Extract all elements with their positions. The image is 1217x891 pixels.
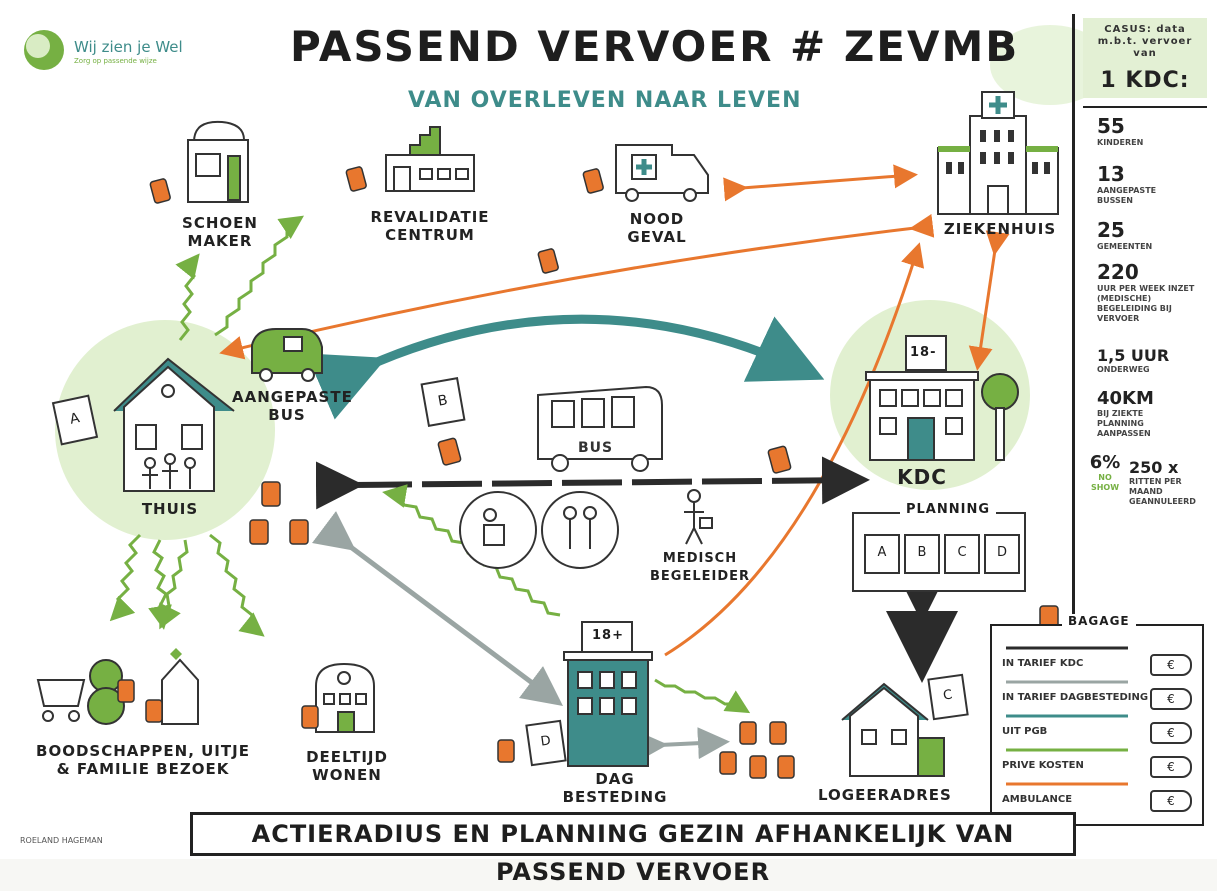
luggage-legend: BAGAGE IN TARIEF KDC € IN TARIEF DAGBEST… xyxy=(990,614,1204,826)
hospital-icon xyxy=(937,91,1059,215)
legend-euro-pgb: € xyxy=(1150,722,1192,744)
ambulance-icon xyxy=(615,144,709,202)
medical-escort-icon xyxy=(684,489,713,545)
stat-kinderen: 55 KINDEREN xyxy=(1097,114,1144,147)
node-aangepaste-bus: AANGEPASTE BUS xyxy=(232,388,353,424)
part-time-living-icon xyxy=(315,662,375,733)
node-logeeradres: LOGEERADRES xyxy=(818,786,952,804)
planning-title: PLANNING xyxy=(900,502,997,517)
bus-label: BUS xyxy=(578,440,614,456)
stat-gemeenten: 25 GEMEENTEN xyxy=(1097,218,1153,251)
node-medisch: MEDISCH BEGELEIDER xyxy=(649,551,751,584)
legend-label-pgb: UIT PGB xyxy=(1002,726,1048,737)
legend-line-pgb xyxy=(1006,714,1128,718)
legend-line-prive xyxy=(1006,748,1128,752)
legend-label-kdc: IN TARIEF KDC xyxy=(1002,658,1084,669)
stat-onderweg: 1,5 UUR ONDERWEG xyxy=(1097,346,1170,374)
shopping-family-icon xyxy=(36,648,199,725)
node-schoenmaker: SCHOEN MAKER xyxy=(182,214,258,250)
daycare-building-icon xyxy=(563,621,653,767)
case-header-text: CASUS: data m.b.t. vervoer van xyxy=(1097,24,1193,59)
node-noodgeval: NOOD GEVAL xyxy=(627,210,687,246)
logo-tagline: Zorg op passende wijze xyxy=(74,57,157,65)
legend-euro-dagbesteding: € xyxy=(1150,688,1192,710)
legend-label-ambulance: AMBULANCE xyxy=(1002,794,1073,805)
home-icon xyxy=(113,357,235,492)
stat-bussen: 13 AANGEPASTE BUSSEN xyxy=(1097,162,1157,205)
respite-house-icon xyxy=(841,682,945,777)
node-boodschappen: BOODSCHAPPEN, UITJE & FAMILIE BEZOEK xyxy=(36,742,250,778)
logo-icon xyxy=(24,30,64,70)
bottom-banner: ACTIERADIUS EN PLANNING GEZIN AFHANKELIJ… xyxy=(190,812,1076,886)
logo-text: Wij zien je Wel xyxy=(74,38,183,56)
node-revalidatie: REVALIDATIE CENTRUM xyxy=(370,208,490,244)
node-thuis: THUIS xyxy=(141,500,199,518)
legend-line-dagbesteding xyxy=(1006,680,1128,684)
dagbesteding-sign: 18+ xyxy=(592,628,624,643)
rehab-centre-icon xyxy=(385,126,475,192)
legend-euro-prive: € xyxy=(1150,756,1192,778)
stat-no-show: 6% NO SHOW xyxy=(1089,452,1121,492)
kdc-building-icon xyxy=(865,335,1019,461)
node-deeltijd: DEELTIJD WONEN xyxy=(306,748,388,784)
care-circles-icon xyxy=(459,491,619,569)
legend-line-ambulance xyxy=(1006,782,1128,786)
case-side-panel: CASUS: data m.b.t. vervoer van 1 KDC: 55… xyxy=(1072,14,1215,849)
footer-credit: ROELAND HAGEMAN xyxy=(20,836,103,845)
legend-line-kdc xyxy=(1006,646,1128,650)
page-subtitle: VAN OVERLEVEN NAAR LEVEN xyxy=(408,88,802,113)
case-header-big: 1 KDC: xyxy=(1100,68,1190,93)
planning-card-a: A xyxy=(864,534,900,574)
node-kdc: KDC xyxy=(897,465,947,489)
stat-km: 40KM BIJ ZIEKTE PLANNING AANPASSEN xyxy=(1097,388,1154,438)
page-title: PASSEND VERVOER # ZEVMB xyxy=(290,22,1020,71)
case-header: CASUS: data m.b.t. vervoer van 1 KDC: xyxy=(1083,18,1207,98)
shoemaker-shop-icon xyxy=(187,120,249,203)
planning-card-d: D xyxy=(984,534,1020,574)
stat-uur-per-week: 220 UUR PER WEEK INZET (MEDISCHE) BEGELE… xyxy=(1097,260,1195,323)
planning-card-c: C xyxy=(944,534,980,574)
planning-box: PLANNING A B C D xyxy=(852,502,1026,592)
node-ziekenhuis: ZIEKENHUIS xyxy=(943,220,1057,238)
arrows-layer xyxy=(109,164,1010,763)
luggage-icons xyxy=(117,166,1059,779)
bus-icon xyxy=(537,385,663,472)
planning-card-b: B xyxy=(904,534,940,574)
legend-euro-ambulance: € xyxy=(1150,790,1192,812)
legend-euro-kdc: € xyxy=(1150,654,1192,676)
node-dagbesteding: DAG BESTEDING xyxy=(562,770,668,806)
legend-label-dagbesteding: IN TARIEF DAGBESTEDING xyxy=(1002,692,1149,703)
stat-ritten: 250 x RITTEN PER MAAND GEANNULEERD xyxy=(1129,458,1196,506)
kdc-sign: 18- xyxy=(910,345,937,360)
adapted-van-icon xyxy=(251,328,323,382)
legend-title: BAGAGE xyxy=(1062,614,1136,628)
legend-label-prive: PRIVE KOSTEN xyxy=(1002,760,1084,771)
